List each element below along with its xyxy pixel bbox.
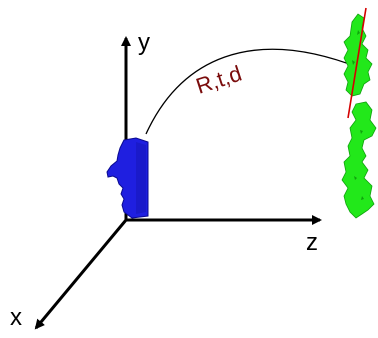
point-cloud-lower (341, 101, 377, 219)
transform-arrow (145, 48, 362, 135)
transform-label: R,t,d (193, 61, 245, 99)
fit-line (347, 7, 367, 119)
point-cloud (341, 13, 377, 219)
x-axis-label: x (10, 304, 22, 331)
z-axis-label: z (306, 229, 318, 256)
x-axis (34, 219, 128, 330)
face-model (106, 137, 149, 219)
face-shading (136, 142, 146, 214)
y-axis-label: y (138, 29, 150, 56)
axes-group (34, 36, 322, 330)
